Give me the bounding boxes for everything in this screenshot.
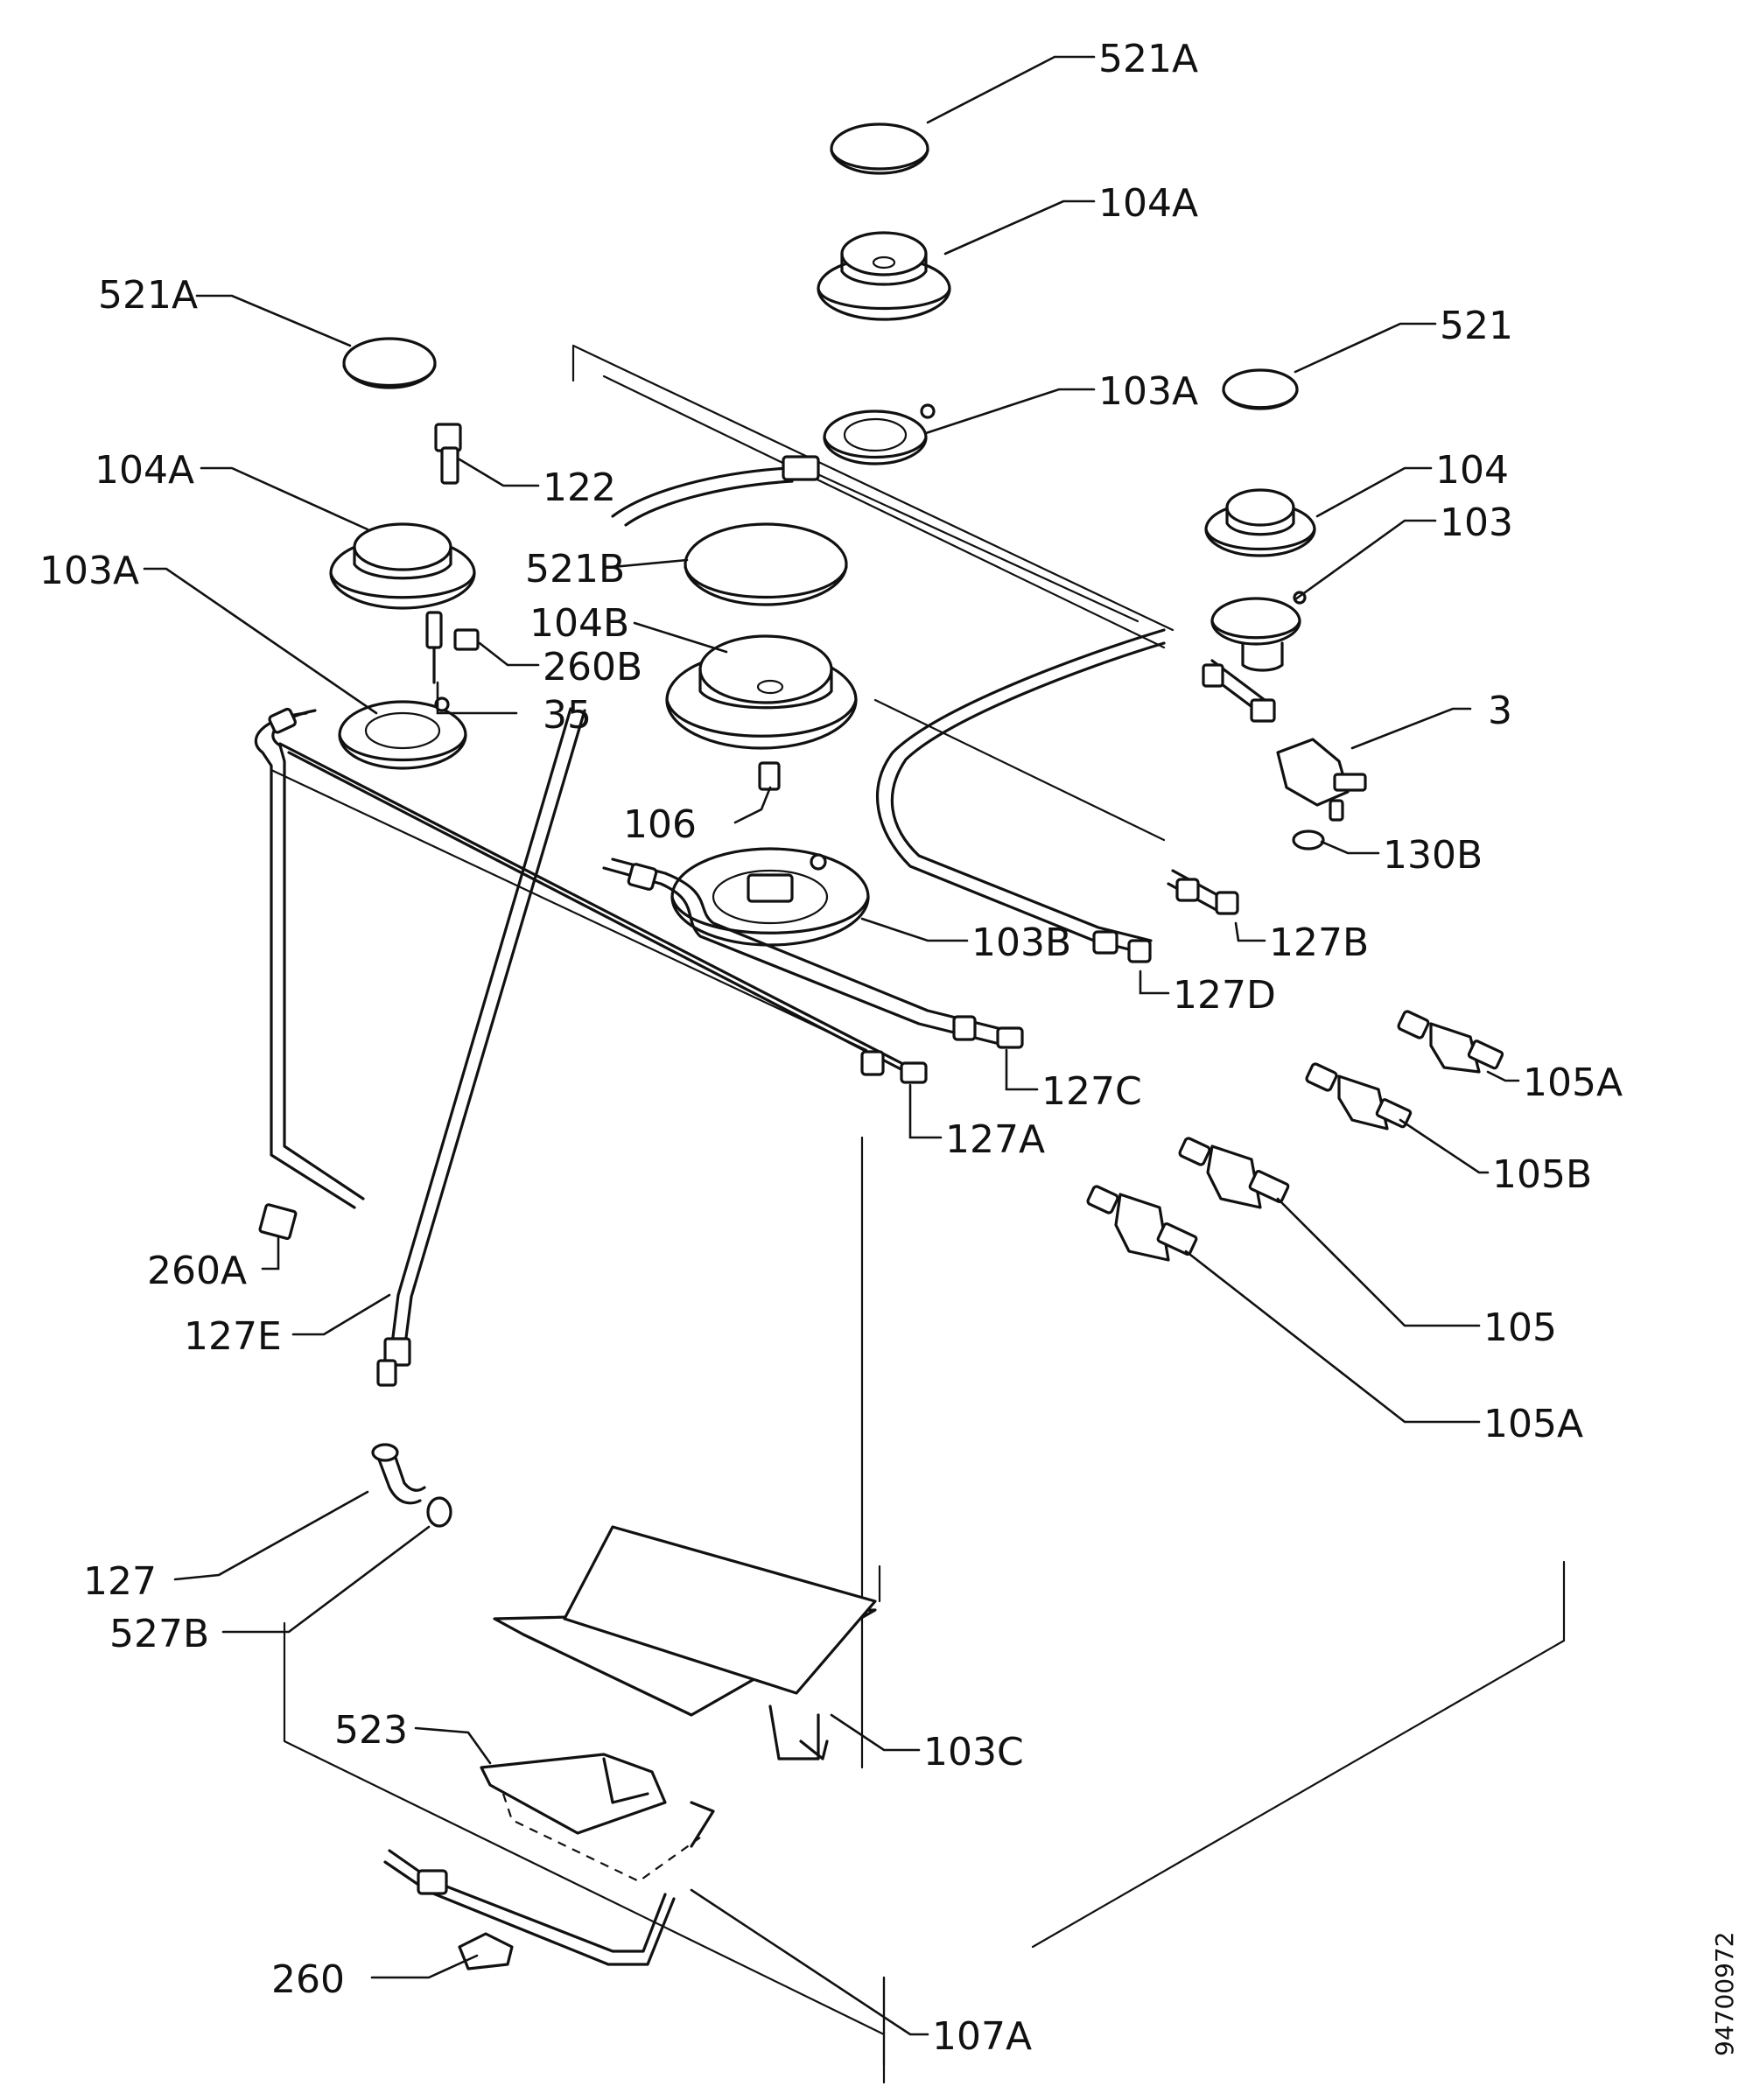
tap-105A-bottom bbox=[1086, 1185, 1198, 1262]
burner-104A-left bbox=[329, 522, 476, 610]
label-104A-top: 104A bbox=[1098, 181, 1198, 226]
burner-103A-left bbox=[338, 696, 467, 770]
label-521A-top: 521A bbox=[1098, 37, 1198, 81]
hob-frame bbox=[270, 344, 1566, 2084]
burner-104 bbox=[1204, 488, 1316, 557]
burner-103A-top bbox=[823, 403, 936, 466]
label-35: 35 bbox=[543, 693, 592, 738]
left-gas-pipe bbox=[254, 707, 916, 1209]
burner-104A-top bbox=[817, 231, 951, 321]
label-103A-left: 103A bbox=[39, 549, 139, 593]
label-103B: 103B bbox=[971, 920, 1071, 965]
injector-106 bbox=[758, 761, 781, 791]
burner-104B bbox=[665, 634, 858, 750]
burner-103 bbox=[1210, 591, 1307, 672]
label-127C: 127C bbox=[1041, 1069, 1142, 1114]
tray-103C bbox=[493, 1525, 877, 1760]
label-105A-top: 105A bbox=[1523, 1060, 1623, 1105]
tap-105 bbox=[1178, 1137, 1290, 1209]
label-104: 104 bbox=[1435, 448, 1509, 493]
burner-cap-521A-top bbox=[830, 122, 929, 175]
label-127D: 127D bbox=[1173, 973, 1276, 1018]
label-521B: 521B bbox=[525, 547, 625, 592]
tap-105A-top bbox=[1397, 1010, 1504, 1074]
label-521A-left: 521A bbox=[98, 273, 198, 318]
clip-260B bbox=[453, 628, 480, 651]
label-260B: 260B bbox=[543, 645, 642, 690]
pipes-127 bbox=[602, 455, 1239, 1084]
label-127: 127 bbox=[83, 1559, 157, 1604]
label-105A-bottom: 105A bbox=[1483, 1402, 1583, 1446]
label-127B: 127B bbox=[1269, 920, 1369, 965]
burner-cap-521B bbox=[684, 522, 848, 606]
elbow-127 bbox=[371, 1443, 452, 1528]
leader-lines bbox=[143, 55, 1520, 2036]
label-527B: 527B bbox=[109, 1612, 209, 1656]
label-127E: 127E bbox=[184, 1314, 282, 1359]
burner-103B bbox=[670, 847, 870, 947]
label-105: 105 bbox=[1483, 1306, 1557, 1350]
valve-3 bbox=[1202, 659, 1367, 850]
label-260: 260 bbox=[271, 1957, 345, 2002]
pipe-127E bbox=[376, 707, 586, 1387]
injector-122 bbox=[434, 423, 462, 485]
label-106: 106 bbox=[623, 802, 697, 847]
drawing-code: 94700972 bbox=[1710, 1931, 1739, 2056]
label-105B: 105B bbox=[1492, 1152, 1592, 1197]
clip-260 bbox=[458, 1932, 514, 1970]
label-104B: 104B bbox=[529, 601, 629, 646]
label-103A-top: 103A bbox=[1098, 369, 1198, 414]
label-130B: 130B bbox=[1383, 833, 1483, 878]
bracket-523 bbox=[480, 1753, 715, 1883]
pipe-107A bbox=[383, 1849, 676, 1966]
part-labels: 521A 104A 521A 521 103A 104 122 104A 103… bbox=[39, 37, 1739, 2059]
clip-260A bbox=[258, 1203, 298, 1241]
label-521: 521 bbox=[1440, 304, 1513, 348]
thermocouple-35 bbox=[425, 611, 443, 684]
burner-cap-521A-left bbox=[342, 337, 437, 389]
tap-105B bbox=[1305, 1062, 1413, 1130]
label-127A: 127A bbox=[945, 1117, 1045, 1162]
label-523: 523 bbox=[334, 1708, 408, 1753]
label-103: 103 bbox=[1440, 500, 1513, 545]
label-122: 122 bbox=[543, 466, 616, 510]
label-104A-left: 104A bbox=[95, 448, 194, 493]
label-107A: 107A bbox=[932, 2014, 1032, 2059]
burner-cap-521 bbox=[1222, 368, 1299, 410]
label-3: 3 bbox=[1488, 689, 1512, 733]
label-103C: 103C bbox=[923, 1730, 1024, 1774]
label-260A: 260A bbox=[147, 1249, 247, 1293]
